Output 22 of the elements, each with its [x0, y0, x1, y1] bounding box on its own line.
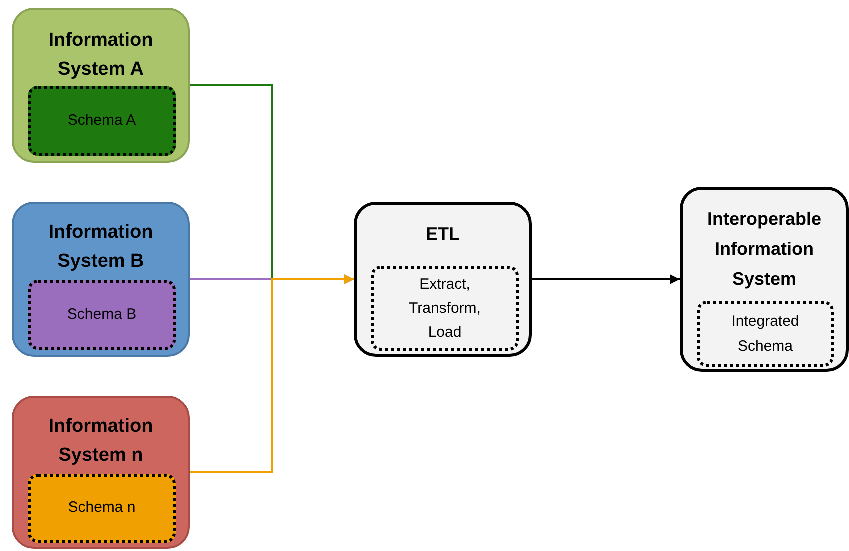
schema-box — [28, 86, 176, 156]
schema-box — [28, 280, 176, 350]
arrow — [532, 274, 680, 284]
node-label: Schema A — [68, 110, 136, 131]
node-label: Schema n — [68, 498, 136, 518]
schema-box — [28, 474, 176, 543]
etl-box — [354, 202, 532, 357]
process-steps-box — [371, 266, 519, 351]
schema-box — [697, 301, 834, 367]
node-title: Information System B — [48, 221, 154, 274]
node-label: Extract, Transform, Load — [408, 274, 482, 342]
node-title: ETL — [426, 223, 460, 246]
system-box — [12, 8, 190, 163]
arrow — [190, 274, 354, 474]
system-box — [12, 396, 190, 549]
node-label: Schema B — [67, 304, 137, 325]
node-title: Information System A — [48, 29, 154, 82]
node-label: Integrated Schema — [730, 312, 800, 357]
system-box — [680, 187, 849, 372]
node-title: Interoperable Information System — [706, 208, 823, 291]
system-box — [12, 202, 190, 357]
node-title: Information System n — [48, 415, 154, 468]
